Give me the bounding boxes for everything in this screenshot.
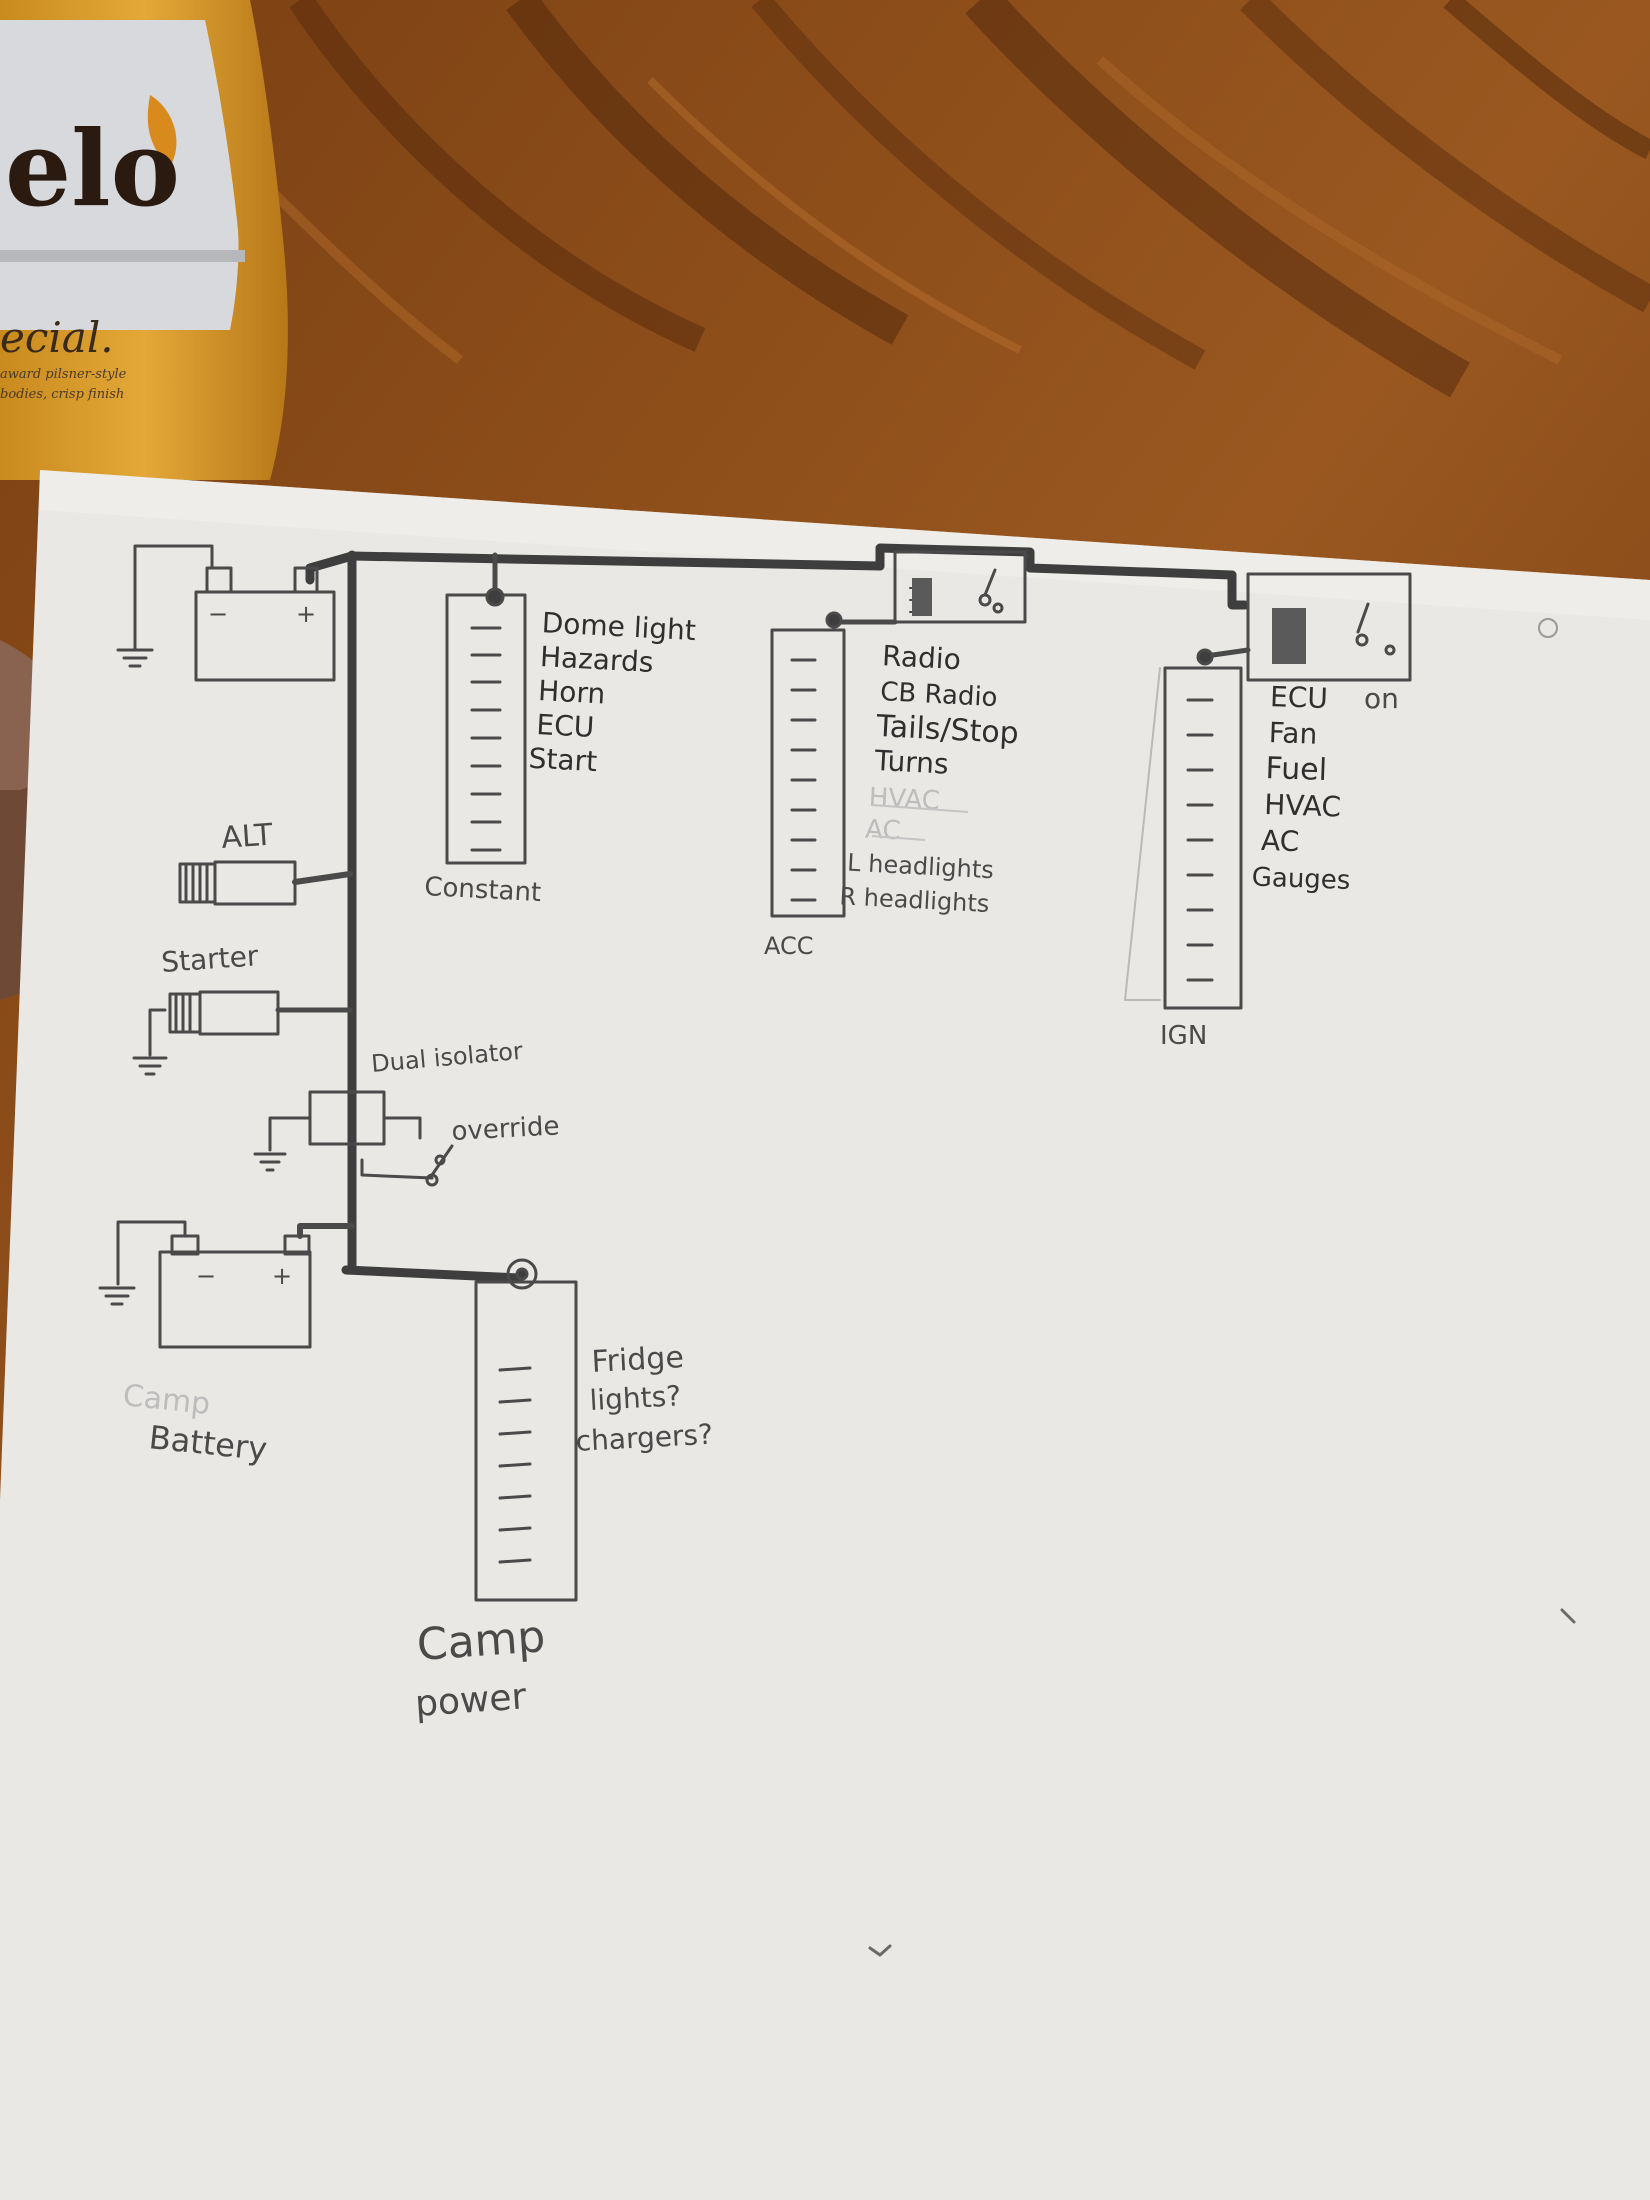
- alt-unit: [178, 860, 353, 906]
- acc-item: Tails/Stop: [875, 709, 1020, 751]
- constant-items: Dome light Hazards Horn ECU Start: [528, 606, 697, 779]
- acc-relay: [893, 550, 1027, 624]
- bottle-label-fine-2: bodies, crisp finish: [0, 387, 124, 402]
- bottle-label-small: ecial.: [0, 313, 114, 362]
- camp-battery: [98, 1220, 355, 1349]
- ign-item: Gauges: [1251, 863, 1351, 896]
- override-label: override: [451, 1111, 560, 1147]
- fuse-block-acc: [770, 611, 898, 918]
- camp-battery-minus: −: [196, 1262, 216, 1290]
- constant-item: Hazards: [539, 640, 654, 679]
- constant-item: Start: [528, 742, 598, 779]
- ign-item: AC: [1261, 824, 1300, 858]
- ign-item: HVAC: [1264, 788, 1342, 824]
- camp-item: lights?: [589, 1379, 682, 1417]
- fuse-block-camp: [474, 1258, 578, 1602]
- bottle-label-fine-1: award pilsner-style: [0, 367, 127, 382]
- starter-unit: [132, 990, 353, 1076]
- main-battery: [116, 544, 336, 682]
- acc-label: ACC: [764, 932, 814, 960]
- fuse-block-constant: [445, 552, 527, 865]
- constant-label: Constant: [424, 872, 542, 908]
- bottle-label-big: elo: [5, 107, 180, 230]
- camp-battery-plus: +: [272, 1262, 292, 1290]
- constant-item: ECU: [536, 708, 595, 744]
- starter-label: Starter: [160, 939, 260, 979]
- camp-power-label-line1: Camp: [415, 1611, 547, 1671]
- ign-item: ECU: [1270, 680, 1329, 715]
- acc-item-crossed: AC: [864, 814, 901, 846]
- main-battery-plus: +: [296, 600, 316, 628]
- constant-item: Horn: [537, 674, 606, 710]
- dual-isolator: [253, 1090, 454, 1187]
- ign-label: IGN: [1160, 1021, 1207, 1051]
- ign-item: Fan: [1268, 716, 1318, 751]
- fuse-block-ign: [1163, 647, 1251, 1010]
- paper-sheet: [0, 470, 1650, 2200]
- main-bus-wire: [305, 543, 1250, 1283]
- main-battery-minus: −: [208, 600, 228, 628]
- acc-item: CB Radio: [880, 677, 999, 713]
- crossed-out-scribble: [871, 804, 969, 841]
- camp-item: Fridge: [591, 1340, 685, 1380]
- ign-item: Fuel: [1265, 751, 1328, 788]
- camp-power-label-line2: power: [414, 1676, 528, 1725]
- camp-items: Fridge lights? chargers?: [575, 1340, 714, 1458]
- acc-item: Turns: [873, 744, 950, 781]
- ign-on-note: on: [1364, 682, 1399, 715]
- ign-relay: [1246, 572, 1412, 682]
- alt-label: ALT: [220, 817, 274, 856]
- acc-item-crossed: HVAC: [868, 783, 941, 817]
- ign-items: ECU Fan Fuel HVAC AC Gauges: [1251, 680, 1351, 896]
- camp-item: chargers?: [575, 1418, 714, 1458]
- constant-item: Dome light: [541, 606, 697, 647]
- acc-item: Radio: [881, 639, 961, 676]
- beer-bottle: elo ecial. award pilsner-style bodies, c…: [0, 0, 288, 480]
